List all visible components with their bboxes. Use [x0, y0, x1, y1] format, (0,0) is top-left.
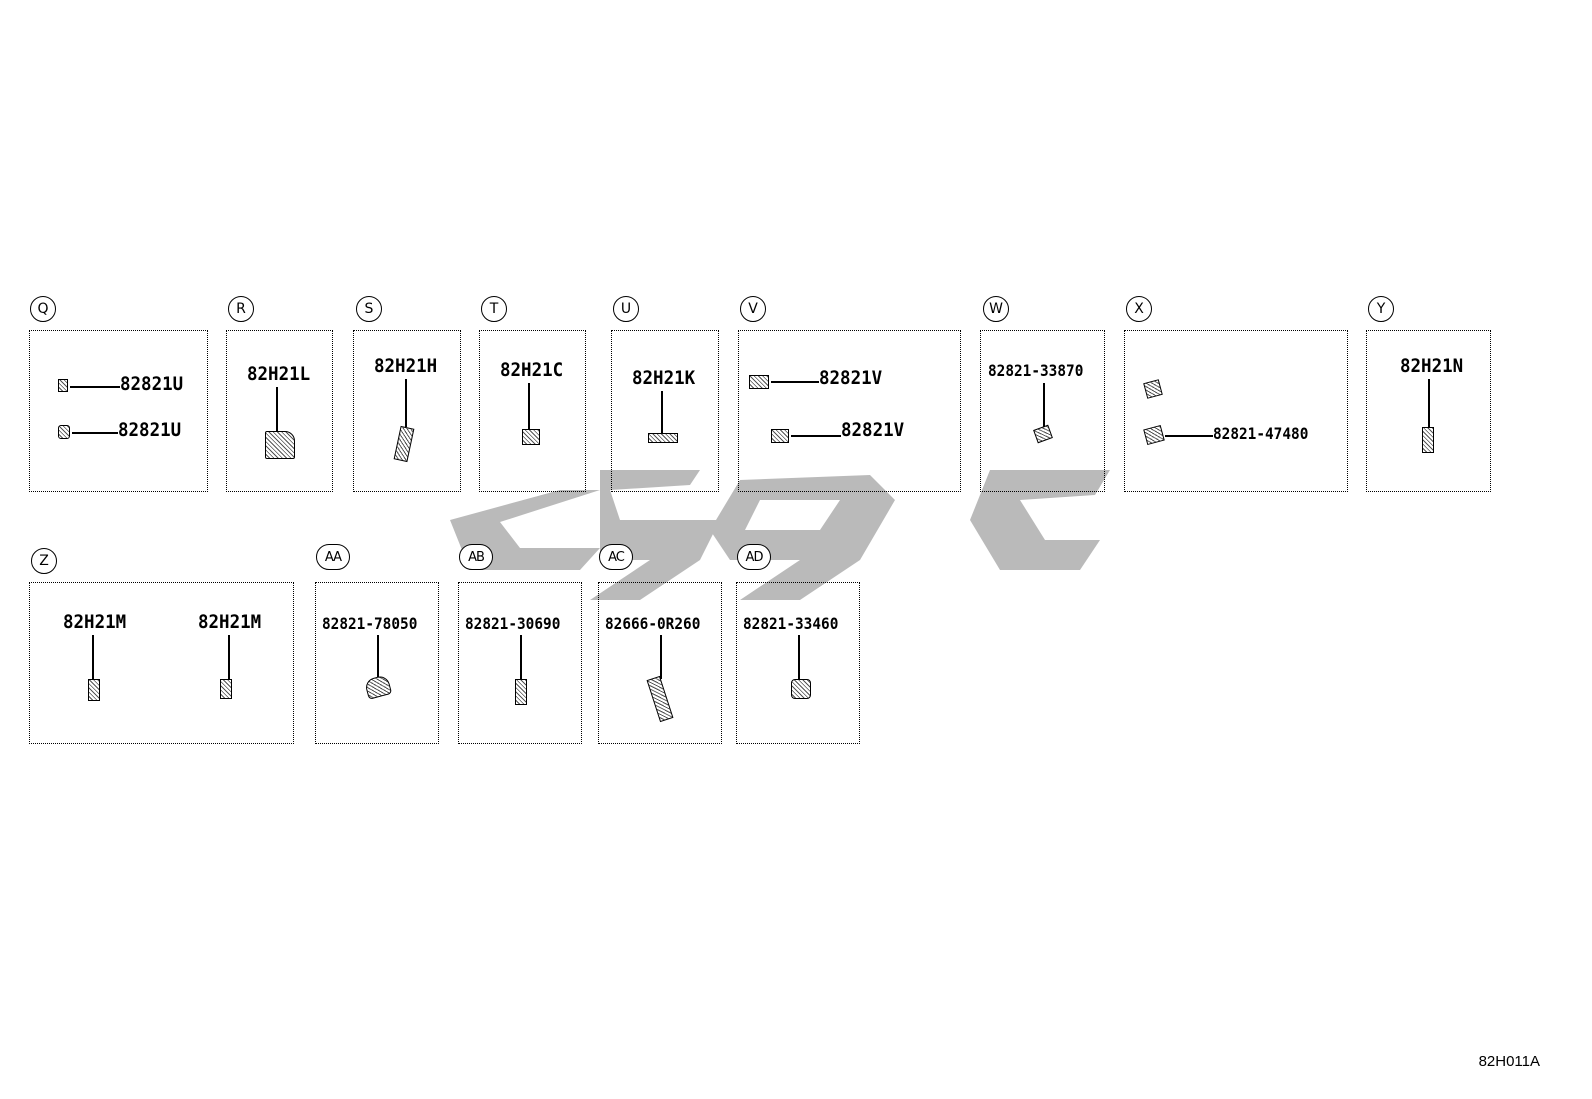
section-box-v: 82821V 82821V	[738, 330, 961, 492]
section-box-y: 82H21N	[1366, 330, 1491, 492]
leader-line	[520, 635, 522, 679]
section-label-ad: AD	[737, 544, 771, 570]
section-box-ab: 82821-30690	[458, 582, 582, 744]
part-number: 82821-30690	[465, 614, 561, 633]
section-box-r: 82H21L	[226, 330, 333, 492]
leader-line	[660, 635, 662, 679]
section-box-w: 82821-33870	[980, 330, 1105, 492]
connector-icon	[265, 431, 295, 459]
diagram-code: 82H011A	[1478, 1053, 1540, 1070]
section-label-ac: AC	[599, 544, 633, 570]
part-number: 82821-33870	[988, 361, 1084, 380]
part-number: 82H21M	[63, 611, 127, 633]
section-label-y: Y	[1368, 296, 1394, 322]
connector-icon	[1143, 379, 1163, 399]
connector-icon	[515, 679, 527, 705]
leader-line	[661, 391, 663, 433]
part-number: 82821-33460	[743, 614, 839, 633]
part-number: 82666-0R260	[605, 614, 701, 633]
section-label-t: T	[481, 296, 507, 322]
part-number: 82821U	[118, 419, 182, 441]
section-label-v: V	[740, 296, 766, 322]
part-number: 82H21C	[500, 359, 564, 381]
part-number: 82821U	[120, 373, 184, 395]
section-label-aa: AA	[316, 544, 350, 570]
section-box-s: 82H21H	[353, 330, 461, 492]
leader-line	[276, 387, 278, 431]
section-label-r: R	[228, 296, 254, 322]
connector-icon	[1033, 424, 1053, 444]
leader-line	[377, 635, 379, 677]
section-label-x: X	[1126, 296, 1152, 322]
connector-icon	[646, 675, 674, 723]
connector-icon	[393, 425, 415, 463]
part-number: 82H21M	[198, 611, 262, 633]
part-number: 82H21N	[1400, 355, 1464, 377]
part-number: 82821-47480	[1213, 424, 1309, 443]
section-label-ab: AB	[459, 544, 493, 570]
leader-line	[798, 635, 800, 679]
section-box-aa: 82821-78050	[315, 582, 439, 744]
part-number: 82821-78050	[322, 614, 418, 633]
connector-icon	[749, 375, 769, 389]
part-number: 82821V	[819, 367, 883, 389]
connector-icon	[648, 433, 678, 443]
connector-icon	[88, 679, 100, 701]
leader-line	[771, 381, 819, 383]
section-box-x: 82821-47480	[1124, 330, 1348, 492]
connector-icon	[522, 429, 540, 445]
connector-icon	[58, 379, 68, 392]
section-label-q: Q	[30, 296, 56, 322]
part-number: 82H21K	[632, 367, 696, 389]
leader-line	[791, 435, 841, 437]
section-label-z: Z	[31, 548, 57, 574]
connector-icon	[771, 429, 789, 443]
section-label-w: W	[983, 296, 1009, 322]
leader-line	[92, 635, 94, 679]
leader-line	[528, 383, 530, 429]
part-number: 82821V	[841, 419, 905, 441]
leader-line	[405, 379, 407, 427]
section-box-ac: 82666-0R260	[598, 582, 722, 744]
connector-icon	[1422, 427, 1434, 453]
connector-icon	[791, 679, 811, 699]
leader-line	[70, 386, 120, 388]
section-box-u: 82H21K	[611, 330, 719, 492]
section-box-z: 82H21M 82H21M	[29, 582, 294, 744]
section-box-ad: 82821-33460	[736, 582, 860, 744]
connector-icon	[220, 679, 232, 699]
leader-line	[1043, 383, 1045, 427]
section-label-u: U	[613, 296, 639, 322]
section-box-t: 82H21C	[479, 330, 586, 492]
connector-icon	[58, 425, 70, 439]
leader-line	[228, 635, 230, 679]
leader-line	[1428, 379, 1430, 427]
connector-icon	[363, 674, 393, 700]
leader-line	[1165, 435, 1213, 437]
part-number: 82H21L	[247, 363, 311, 385]
leader-line	[72, 432, 118, 434]
section-label-s: S	[356, 296, 382, 322]
part-number: 82H21H	[374, 355, 438, 377]
section-box-q: 82821U 82821U	[29, 330, 208, 492]
connector-icon	[1143, 424, 1165, 446]
